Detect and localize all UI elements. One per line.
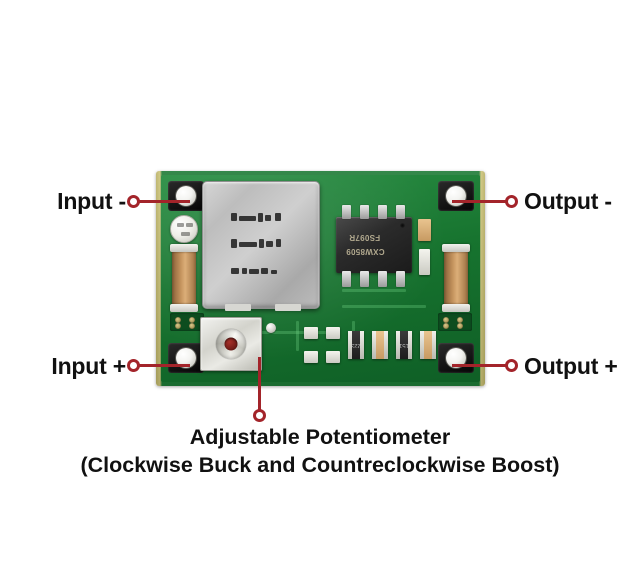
smd-resistor: 223 xyxy=(348,331,364,359)
ic-marking-line2: CXW8509 xyxy=(346,247,385,256)
leader-potentiometer xyxy=(258,357,261,413)
leader-input-negative xyxy=(138,200,190,203)
smd-capacitor xyxy=(418,219,431,241)
pcb-trace xyxy=(296,321,299,351)
smd-component xyxy=(326,327,340,339)
output-capacitor xyxy=(442,244,470,312)
pad-input-positive xyxy=(168,343,204,373)
label-output-positive: Output + xyxy=(524,353,618,379)
ic-pin xyxy=(342,205,351,219)
dcdc-converter-board: FS097R CXW8509 xyxy=(156,171,485,386)
label-input-positive: Input + xyxy=(51,353,126,379)
ic-marking-line1: FS097R xyxy=(349,233,381,242)
input-capacitor xyxy=(170,244,198,312)
smd-capacitor xyxy=(372,331,388,359)
round-component xyxy=(170,215,198,243)
label-input-negative: Input - xyxy=(57,188,126,214)
adjustable-potentiometer[interactable] xyxy=(200,317,262,371)
smd-component xyxy=(304,351,318,363)
leader-output-positive xyxy=(452,364,507,367)
leader-input-positive xyxy=(138,364,190,367)
pcb-trace xyxy=(216,331,336,334)
pad-output-positive xyxy=(438,343,474,373)
smd-component xyxy=(304,327,318,339)
pad-output-negative xyxy=(438,181,474,211)
via-pad-group-left xyxy=(170,313,204,331)
smd-resistor: 151 xyxy=(396,331,412,359)
smd-capacitor xyxy=(420,331,436,359)
leader-output-negative xyxy=(452,200,507,203)
ic-pin xyxy=(342,271,351,287)
marker-potentiometer xyxy=(253,409,266,422)
pcb-trace xyxy=(342,305,426,308)
regulator-ic: FS097R CXW8509 xyxy=(336,217,412,273)
ic-pin xyxy=(360,271,369,287)
ic-pin xyxy=(396,205,405,219)
solder-joint xyxy=(266,323,276,333)
ic-pin xyxy=(360,205,369,219)
ic-pin xyxy=(378,205,387,219)
pad-input-negative xyxy=(168,181,204,211)
label-output-negative: Output - xyxy=(524,188,612,214)
caption-line-1: Adjustable Potentiometer xyxy=(189,425,451,449)
ic-pin xyxy=(396,271,405,287)
pcb-trace xyxy=(342,289,406,292)
smd-component xyxy=(326,351,340,363)
ic-pin xyxy=(378,271,387,287)
via-pad-group-right xyxy=(438,313,472,331)
power-inductor xyxy=(202,181,320,311)
smd-resistor xyxy=(419,249,430,275)
caption-line-2: (Clockwise Buck and Countreclockwise Boo… xyxy=(80,453,560,477)
